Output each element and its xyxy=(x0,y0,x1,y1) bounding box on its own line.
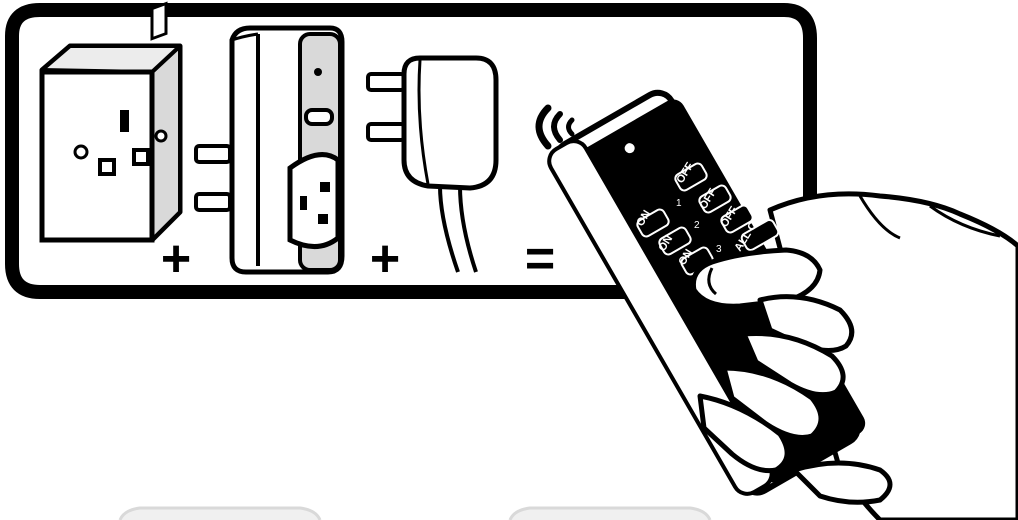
plus-operator-2: + xyxy=(370,230,400,288)
hand-held-remote-icon: ON OFF 1 ON OFF 2 ON OFF xyxy=(544,83,1018,520)
remote-channel-number-1: 1 xyxy=(676,198,682,209)
remote-channel-number-2: 2 xyxy=(694,220,700,231)
plug-in-socket-adapter-icon xyxy=(196,28,342,272)
bottom-partial-shapes xyxy=(120,508,710,520)
remote-channel-number-3: 3 xyxy=(716,244,722,255)
equals-operator: = xyxy=(525,230,555,288)
plus-operator-1: + xyxy=(161,230,191,288)
wall-socket-icon xyxy=(42,4,180,240)
